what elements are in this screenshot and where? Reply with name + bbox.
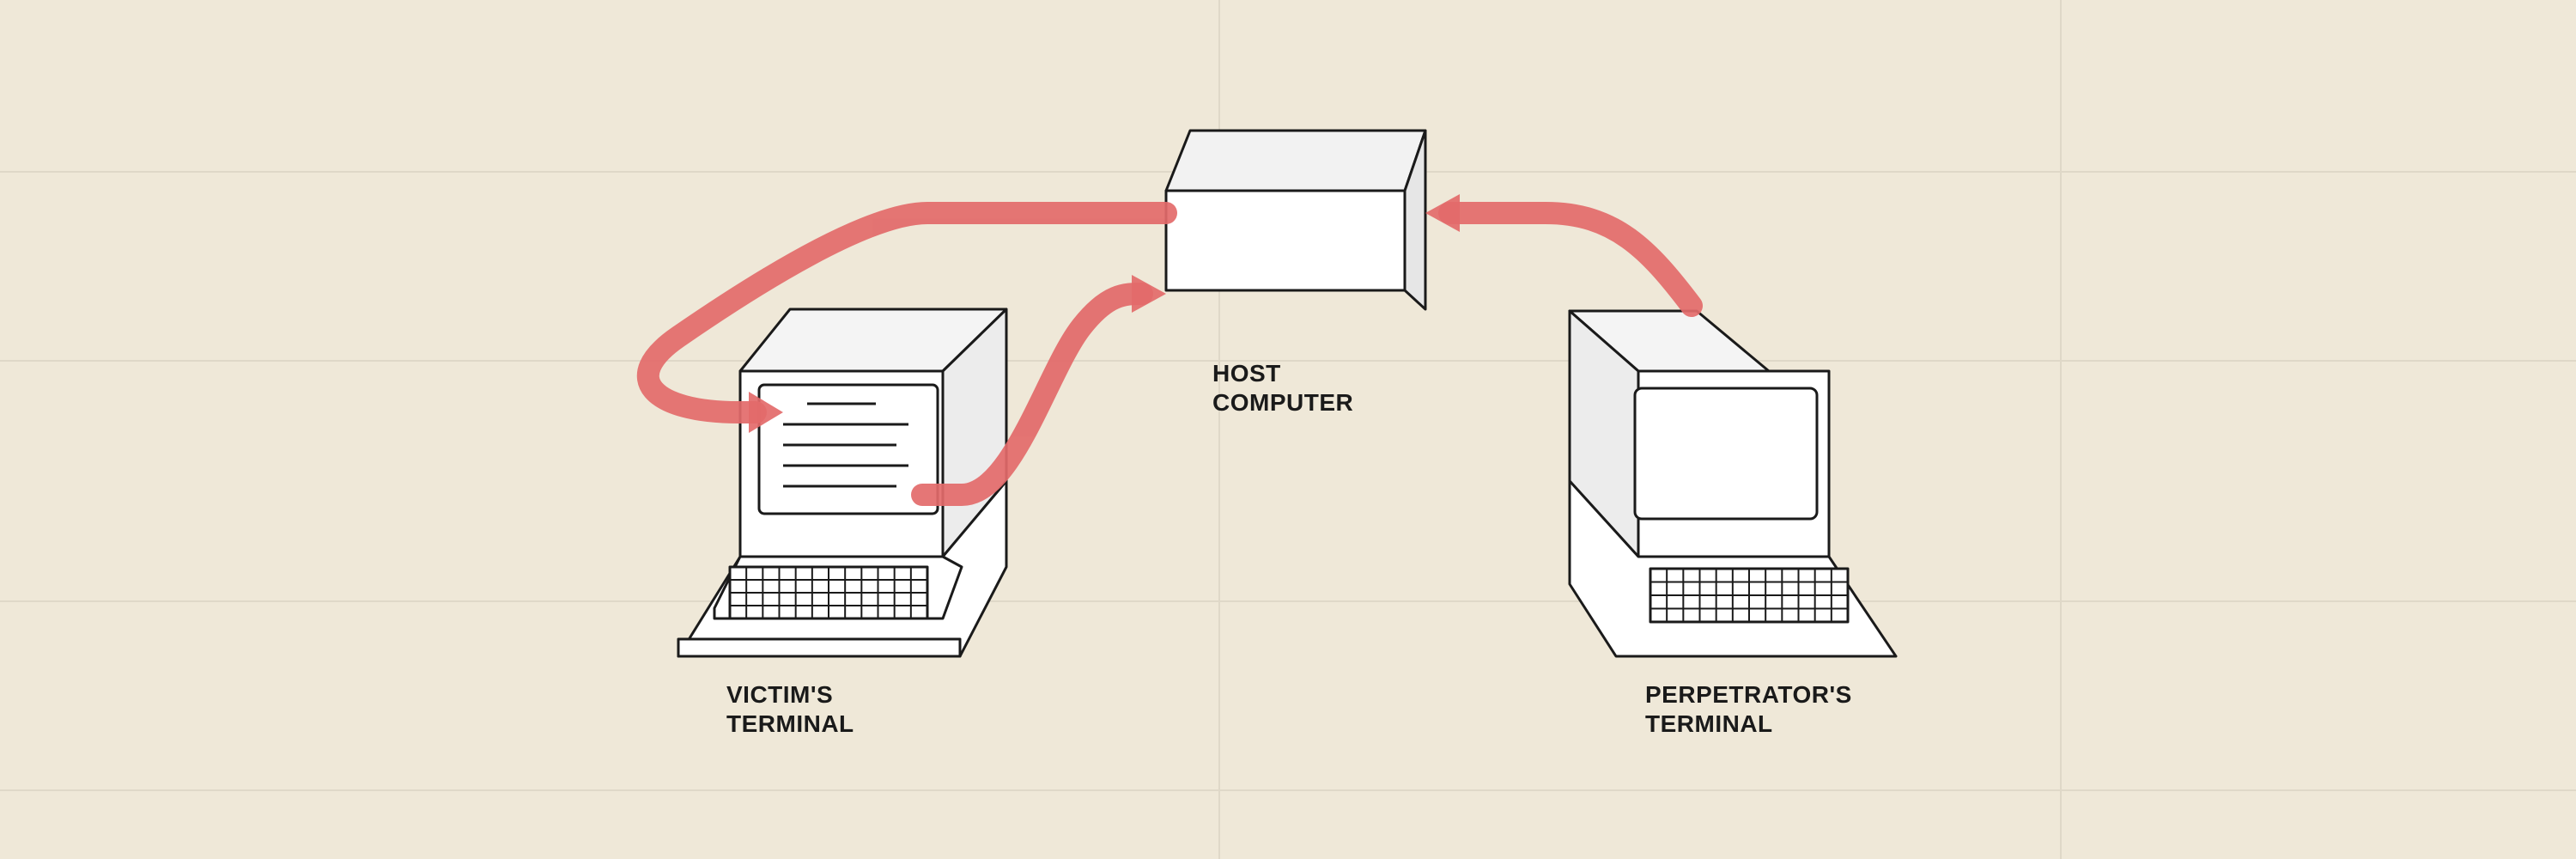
flow-perpetrator-to-host: [1438, 202, 1703, 317]
perpetrator-keyboard-keys: [1649, 568, 1849, 623]
perpetrator-screen: [1633, 387, 1819, 521]
host-computer-label: HOST COMPUTER: [1212, 359, 1353, 417]
victim-screen-text: [783, 402, 908, 488]
victim-screen: [757, 383, 939, 515]
perpetrator-label-line-1: PERPETRATOR'S: [1645, 681, 1852, 708]
host-computer: [1164, 129, 1427, 311]
victim-label-line-2: TERMINAL: [726, 710, 854, 737]
flow-host-to-victim: [637, 202, 1177, 423]
host-label-line-1: HOST: [1212, 360, 1281, 387]
arrowhead-into-host-from-perpetrator: [1425, 194, 1460, 232]
arrowhead-into-victim: [749, 392, 783, 433]
host-label-line-2: COMPUTER: [1212, 389, 1354, 416]
perpetrator-terminal-label: PERPETRATOR'S TERMINAL: [1645, 680, 1852, 739]
flow-arrowheads: [749, 194, 1460, 433]
perpetrator-label-line-2: TERMINAL: [1645, 710, 1773, 737]
victim-terminal-label: VICTIM'S TERMINAL: [726, 680, 854, 739]
victim-label-line-1: VICTIM'S: [726, 681, 834, 708]
flow-victim-to-host: [911, 283, 1153, 506]
arrowhead-into-host-from-victim: [1132, 275, 1166, 313]
victim-keyboard-keys: [729, 566, 928, 619]
data-flow-arrows: [637, 202, 1703, 506]
